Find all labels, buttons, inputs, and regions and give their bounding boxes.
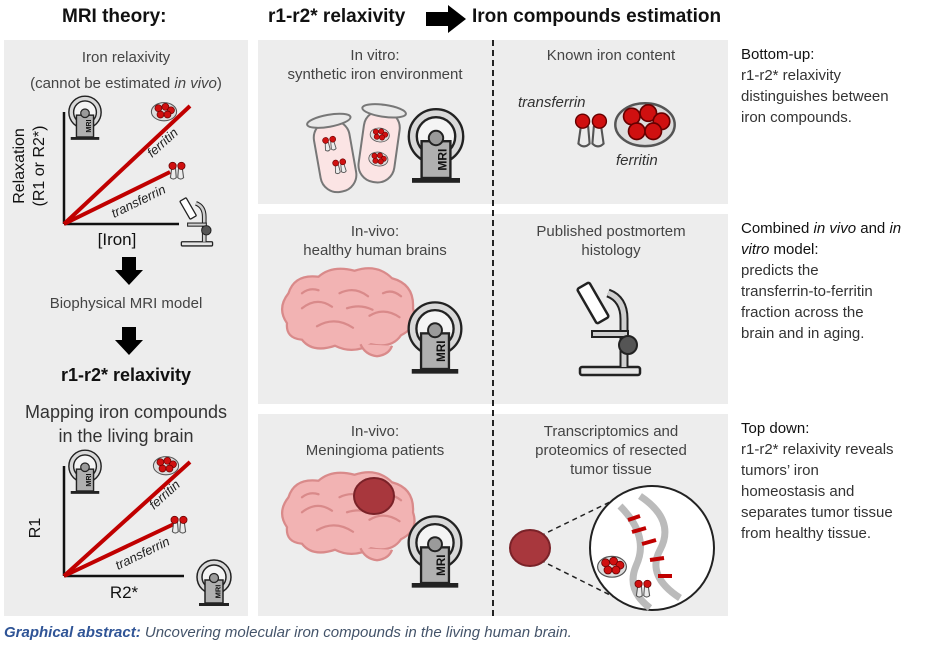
down-arrow-icon-2 <box>115 327 143 355</box>
microscope-icon <box>176 196 220 248</box>
right-arrow-icon <box>426 5 466 33</box>
figure-caption: Graphical abstract: Uncovering molecular… <box>4 624 572 641</box>
transferrin-molecule-icon <box>574 113 608 148</box>
test-tubes-mri-illustration <box>306 103 465 194</box>
mapping-label: Mapping iron compounds in the living bra… <box>24 402 228 446</box>
mri-scanner-icon <box>68 449 102 495</box>
ferritin-icon <box>150 102 178 122</box>
chart2-x-label: R2* <box>110 583 139 602</box>
tumor-icon <box>353 477 395 515</box>
resected-tissue-illustration <box>509 485 715 611</box>
iron-relaxivity-subtitle: (cannot be estimated in vivo) <box>30 75 222 92</box>
chart2-ferritin-line <box>62 460 192 578</box>
healthy-brains-title: In-vivo: healthy human brains <box>303 223 447 259</box>
mri-scanner-icon-row2 <box>407 300 463 376</box>
ferritin-icon <box>152 456 180 476</box>
transferrin-icon <box>168 161 186 180</box>
known-iron-title: Known iron content <box>546 47 676 64</box>
chart2-y-label: R1 <box>27 518 44 539</box>
iron-relaxivity-title: Iron relaxivity <box>81 49 171 66</box>
svg-text:(R1 or R2*): (R1 or R2*) <box>31 126 48 207</box>
chart1-ferritin-line <box>62 104 192 226</box>
relaxation-vs-iron-diagram: Relaxation (R1 or R2*) ferritin transfer… <box>11 95 192 226</box>
postmortem-title: Published postmortem histology <box>536 223 686 259</box>
microscope-icon-row2 <box>572 270 652 388</box>
header-iron-estimation: Iron compounds estimation <box>472 6 722 27</box>
header-mri-theory: MRI theory: <box>62 6 167 27</box>
in-vitro-title: In vitro: synthetic iron environment <box>287 47 463 83</box>
mri-scanner-icon <box>68 95 102 141</box>
chart2-transferrin-line <box>63 522 175 578</box>
bottom-up-description: Bottom-up: r1-r2* relaxivity distinguish… <box>741 46 889 126</box>
brain-with-tumor-icon <box>280 471 416 562</box>
r1-vs-r2star-diagram: R1 ferritin transferrin R2* <box>27 449 232 607</box>
top-down-description: Top down: r1-r2* relaxivity reveals tumo… <box>741 420 894 542</box>
zoom-circle <box>589 485 715 611</box>
mri-scanner-icon <box>407 107 465 185</box>
header-r1r2-relaxivity: r1-r2* relaxivity <box>268 6 406 27</box>
transcriptomics-title: Transcriptomics and proteomics of resect… <box>535 423 687 478</box>
chart1-y-label: Relaxation (R1 or R2*) <box>11 126 48 207</box>
ferritin-label: ferritin <box>616 152 658 169</box>
mri-scanner-icon-row3 <box>407 514 463 590</box>
chart1-x-label: [Iron] <box>97 230 137 249</box>
biophysical-model-label: Biophysical MRI model <box>49 295 203 312</box>
brain-icon <box>280 267 416 358</box>
transferrin-icon <box>170 515 188 534</box>
ferritin-molecule-icon <box>614 101 676 148</box>
tumor-tissue-icon <box>509 529 551 567</box>
combined-model-description: Combined in vivo and in vitro model: pre… <box>741 220 902 342</box>
down-arrow-icon <box>115 257 143 285</box>
transferrin-label: transferrin <box>518 94 586 111</box>
chart1-transferrin-line <box>63 170 171 226</box>
relaxivity-label: r1-r2* relaxivity <box>60 365 192 385</box>
svg-text:Relaxation: Relaxation <box>11 128 28 204</box>
mri-scanner-icon-2 <box>196 559 232 607</box>
column-divider <box>492 40 494 616</box>
meningioma-title: In-vivo: Meningioma patients <box>305 423 445 459</box>
